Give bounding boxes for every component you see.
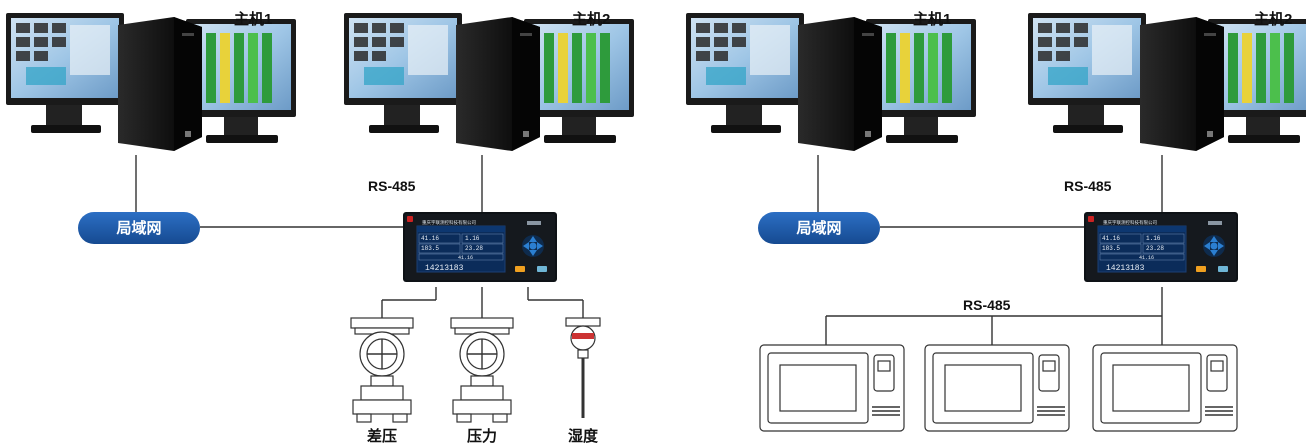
right-reading-2: 1.16 <box>1146 235 1161 242</box>
right-rs485-label-bottom: RS-485 <box>963 297 1011 313</box>
slave-recorder-1-icon <box>759 344 905 432</box>
paperless-recorder: 重庆宇联测控科技有限公司 41.16 1.16 183.5 23.28 41.1… <box>402 211 558 283</box>
right-reading-3: 183.5 <box>1102 245 1120 252</box>
reading-4: 23.28 <box>465 245 483 252</box>
slave-recorder-2-icon <box>924 344 1070 432</box>
right-device-brand: 重庆宇联测控科技有限公司 <box>1103 219 1157 226</box>
reading-5: 41.16 <box>458 255 473 261</box>
lan-label: 局域网 <box>115 219 161 237</box>
right-total-counter: 14213183 <box>1106 264 1145 273</box>
right-diagram: 主机1 主机2 局域网 RS-485 RS-485 重庆宇联测控科技有限公司 4… <box>686 10 1306 432</box>
right-host1-label: 主机1 <box>913 10 951 28</box>
right-reading-4: 23.28 <box>1146 245 1164 252</box>
total-counter: 14213183 <box>425 264 464 273</box>
sensor-label-humidity: 湿度 <box>568 427 599 445</box>
left-diagram: 主机1 主机2 局域网 RS-485 重庆宇联测控科技有限公司 41.16 1.… <box>6 10 634 445</box>
right-paperless-recorder: 重庆宇联测控科技有限公司 41.16 1.16 183.5 23.28 41.1… <box>1083 211 1239 283</box>
reading-2: 1.16 <box>465 235 480 242</box>
right-reading-1: 41.16 <box>1102 235 1120 242</box>
reading-3: 183.5 <box>421 245 439 252</box>
host1-workstation-icon <box>6 13 296 151</box>
slave-recorder-3-icon <box>1092 344 1238 432</box>
host2-workstation-icon <box>344 13 634 151</box>
pressure-transmitter-icon <box>450 317 514 423</box>
rs485-label: RS-485 <box>368 178 416 194</box>
right-host2-label: 主机2 <box>1254 10 1292 28</box>
right-lan-label: 局域网 <box>795 219 841 237</box>
host1-label: 主机1 <box>234 10 272 28</box>
reading-1: 41.16 <box>421 235 439 242</box>
right-rs485-label-top: RS-485 <box>1064 178 1112 194</box>
right-reading-5: 41.16 <box>1139 255 1154 261</box>
sensor-label-pressure: 压力 <box>467 427 497 445</box>
differential-pressure-transmitter-icon <box>350 317 414 423</box>
host2-label: 主机2 <box>572 10 610 28</box>
humidity-sensor-icon <box>565 317 601 418</box>
right-lan-pill <box>758 212 880 244</box>
sensor-label-dp: 差压 <box>367 427 397 445</box>
right-host1-workstation-icon <box>686 13 976 151</box>
lan-pill <box>78 212 200 244</box>
device-brand: 重庆宇联测控科技有限公司 <box>422 219 476 226</box>
right-host2-workstation-icon <box>1028 13 1306 151</box>
